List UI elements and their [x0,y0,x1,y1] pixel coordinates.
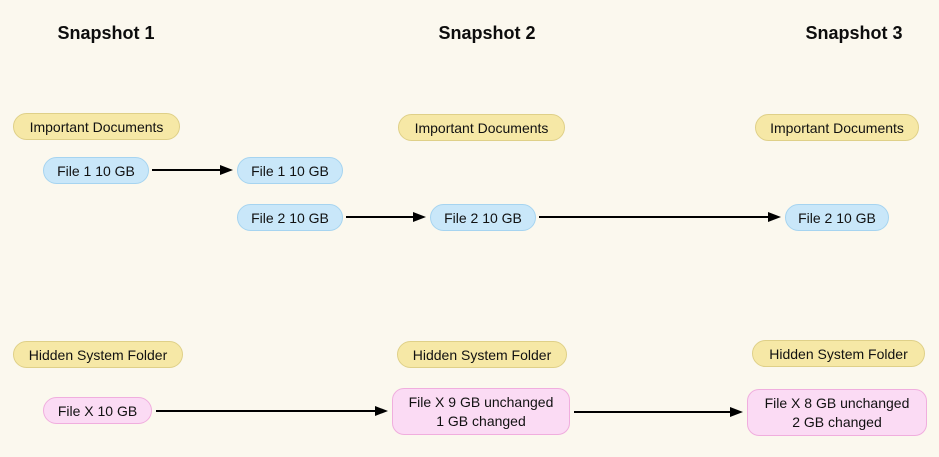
file-node-filex-snapshot3: File X 8 GB unchanged 2 GB changed [747,389,927,436]
file-node-filex-snapshot2: File X 9 GB unchanged 1 GB changed [392,388,570,435]
column-header-snapshot-1: Snapshot 1 [57,23,155,43]
column-header-snapshot-2: Snapshot 2 [438,23,536,43]
file-node-file2-snapshot2: File 2 10 GB [430,204,536,231]
folder-pill-hidden-system-folder-snapshot1: Hidden System Folder [13,341,183,368]
arrow-file2-first-to-snapshot2 [346,211,426,223]
file-node-file2-snapshot3: File 2 10 GB [785,204,889,231]
folder-pill-important-documents-snapshot1: Important Documents [13,113,180,140]
file-node-file1-snapshot1: File 1 10 GB [43,157,149,184]
file-node-file2-first: File 2 10 GB [237,204,343,231]
file-node-filex-snapshot3-line1: File X 8 GB unchanged [764,394,910,411]
folder-pill-hidden-system-folder-snapshot2: Hidden System Folder [397,341,567,368]
folder-pill-important-documents-snapshot2: Important Documents [398,114,565,141]
arrow-file2-snapshot2-to-snapshot3 [539,211,781,223]
column-header-snapshot-3: Snapshot 3 [805,23,903,43]
file-node-filex-snapshot1: File X 10 GB [43,397,152,424]
folder-pill-hidden-system-folder-snapshot3: Hidden System Folder [752,340,925,367]
arrow-filex-snapshot1-to-snapshot2 [156,405,388,417]
arrow-filex-snapshot2-to-snapshot3 [574,406,743,418]
arrow-file1-snapshot1-to-snapshot2 [152,164,233,176]
file-node-filex-snapshot2-line1: File X 9 GB unchanged [408,393,554,410]
folder-pill-important-documents-snapshot3: Important Documents [755,114,919,141]
file-node-file1-snapshot2: File 1 10 GB [237,157,343,184]
file-node-filex-snapshot3-line2: 2 GB changed [792,413,882,430]
file-node-filex-snapshot2-line2: 1 GB changed [436,412,526,429]
